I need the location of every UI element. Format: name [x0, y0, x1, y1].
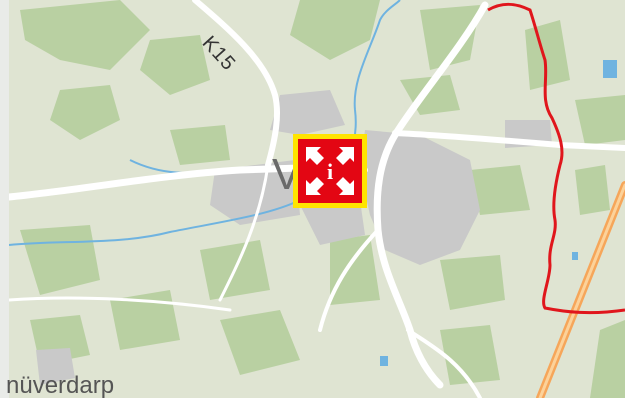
- water-bodies: [380, 60, 617, 366]
- assembly-point-icon: i: [306, 147, 354, 195]
- assembly-point-marker[interactable]: i: [293, 134, 367, 208]
- marker-glyph: i: [327, 159, 333, 184]
- urban-area: [36, 90, 552, 385]
- motorway: [536, 181, 625, 398]
- administrative-boundary: [487, 2, 625, 315]
- map-edge-strip: [0, 0, 9, 398]
- village-label: nüverdarp: [6, 372, 115, 398]
